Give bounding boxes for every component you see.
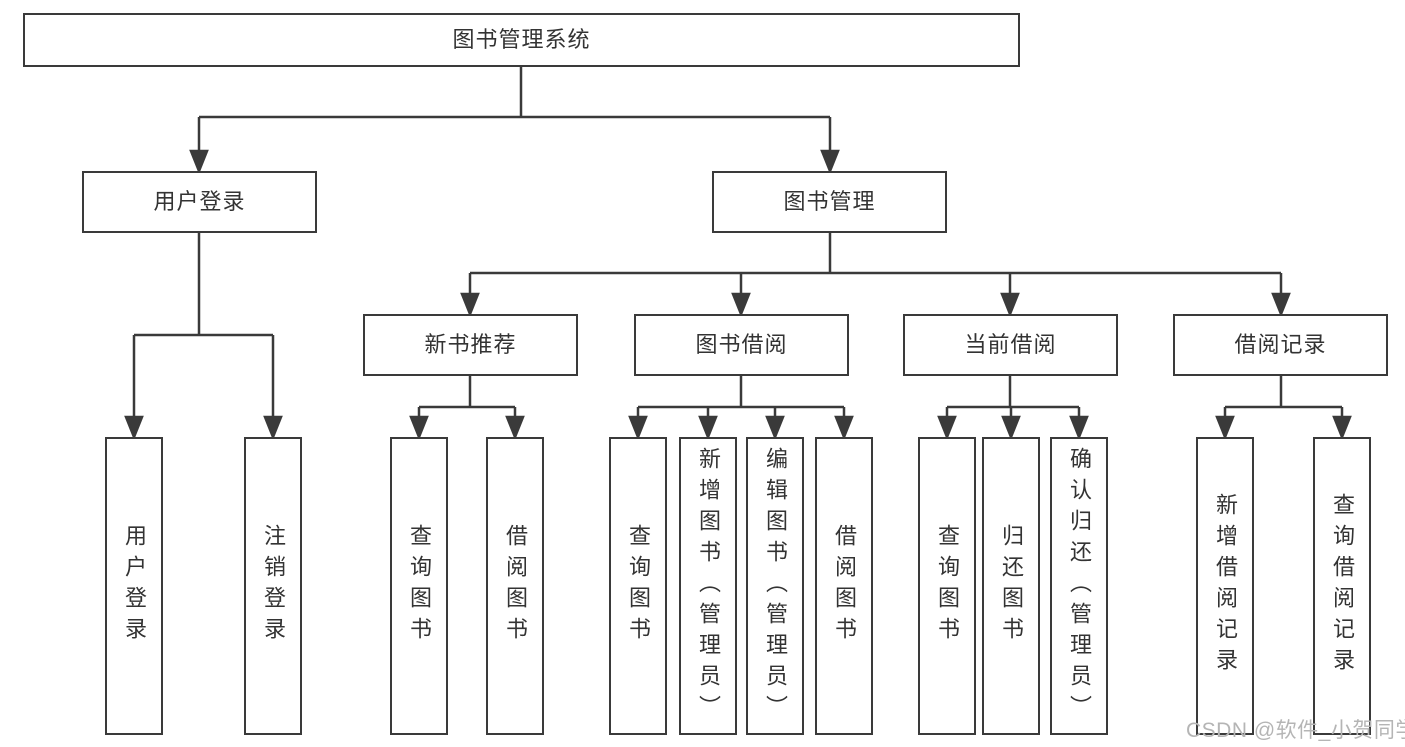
leaf-borrow-query-books: 查询图书 [609, 437, 667, 735]
node-user-login: 用户登录 [82, 171, 317, 233]
connector-borrow-records-to-leaves [1215, 376, 1352, 441]
connector-book-borrow-to-leaves [628, 376, 854, 441]
node-borrow-records: 借阅记录 [1173, 314, 1388, 376]
leaf-add-books-admin: 新增图书（管理员） [679, 437, 737, 735]
leaf-query-borrow-record: 查询借阅记录 [1313, 437, 1371, 735]
node-book-borrow: 图书借阅 [634, 314, 849, 376]
connector-user-login-to-leaves [124, 233, 283, 441]
node-book-management: 图书管理 [712, 171, 947, 233]
connector-current-borrow-to-leaves [937, 376, 1089, 441]
node-current-borrow: 当前借阅 [903, 314, 1118, 376]
node-new-book-recommend: 新书推荐 [363, 314, 578, 376]
leaf-borrow-books: 借阅图书 [815, 437, 873, 735]
leaf-newbook-borrow-books: 借阅图书 [486, 437, 544, 735]
watermark: CSDN @软件_小贺同学 [1186, 719, 1405, 742]
leaf-logout: 注销登录 [244, 437, 302, 735]
leaf-confirm-return-admin: 确认归还（管理员） [1050, 437, 1108, 735]
leaf-return-books: 归还图书 [982, 437, 1040, 735]
leaf-newbook-query-books: 查询图书 [390, 437, 448, 735]
leaf-add-borrow-record: 新增借阅记录 [1196, 437, 1254, 735]
connector-new-book-to-leaves [409, 376, 525, 441]
leaf-user-login: 用户登录 [105, 437, 163, 735]
leaf-edit-books-admin: 编辑图书（管理员） [746, 437, 804, 735]
connector-root-to-level2 [189, 67, 840, 175]
node-root-system: 图书管理系统 [23, 13, 1020, 67]
leaf-current-query-books: 查询图书 [918, 437, 976, 735]
connector-book-management-to-level3 [460, 233, 1291, 318]
